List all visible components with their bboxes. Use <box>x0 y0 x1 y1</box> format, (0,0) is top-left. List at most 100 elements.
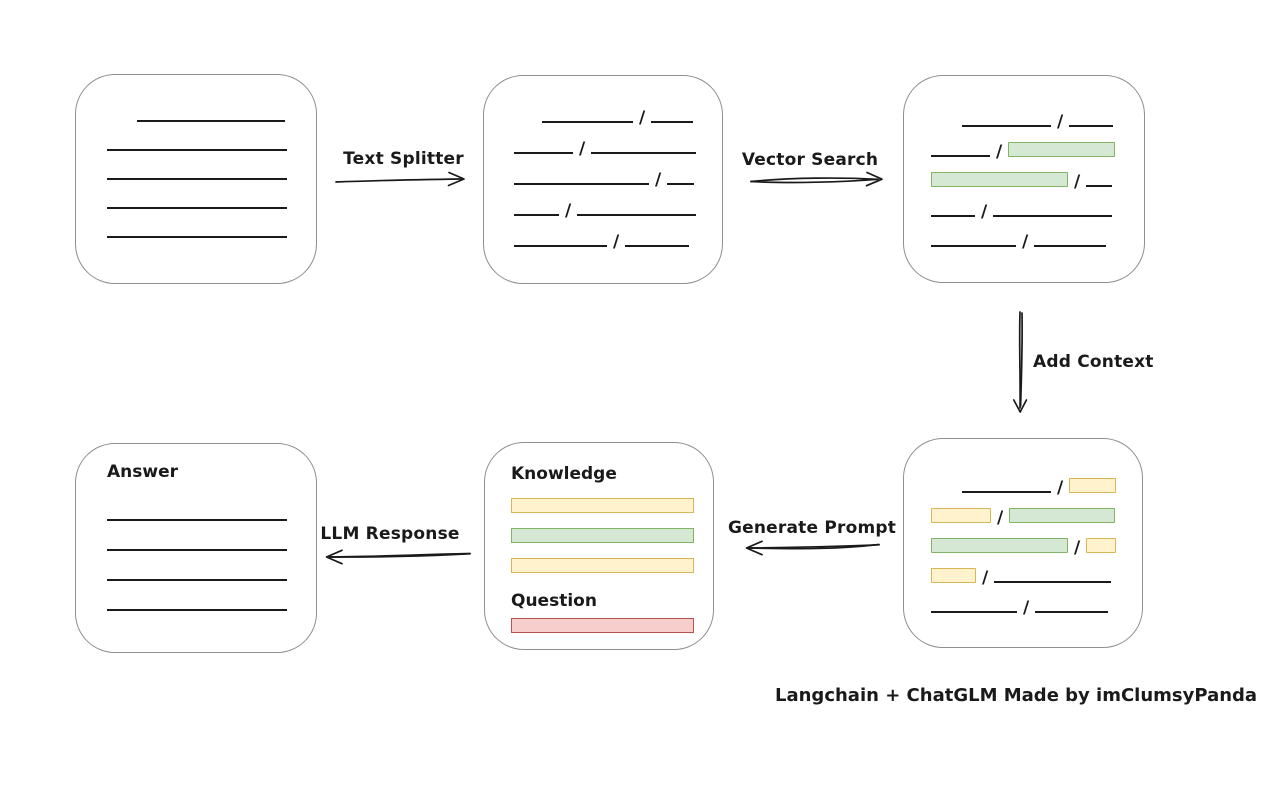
text-line <box>931 245 1016 247</box>
chunk-row: / <box>931 217 1144 252</box>
add-context-arrow <box>1012 311 1028 413</box>
yellow-chunk-chip <box>931 508 991 523</box>
text-line <box>542 121 633 123</box>
chunk-row: / <box>931 97 1144 132</box>
answer-box: Answer <box>75 443 317 653</box>
generate-prompt-label: Generate Prompt <box>728 518 897 538</box>
chunk-row: / <box>931 157 1144 192</box>
red-bar <box>511 618 694 633</box>
text-line <box>107 609 287 611</box>
llm-response-label: LLM Response <box>320 524 460 544</box>
slash-separator: / <box>613 232 620 252</box>
prompt-box: Knowledge Question <box>484 442 714 650</box>
green-chunk-chip <box>931 172 1068 187</box>
split-chunk-rows: / / / / / <box>484 76 722 252</box>
chunk-row: / <box>514 154 722 190</box>
slash-separator: / <box>565 201 572 221</box>
text-line <box>107 519 287 521</box>
vector-search-arrow <box>750 171 883 187</box>
llm-response-arrow <box>325 549 471 565</box>
split-chunks-box: / / / / / <box>483 75 723 284</box>
document-box <box>75 74 317 284</box>
yellow-bar <box>511 498 694 513</box>
slash-separator: / <box>1074 172 1081 192</box>
search-results-box: / / / / / <box>903 75 1145 283</box>
text-line <box>514 214 559 216</box>
yellow-chunk-chip <box>1069 478 1117 493</box>
answer-label: Answer <box>107 462 178 482</box>
green-chunk-chip <box>1008 142 1116 157</box>
text-line <box>994 581 1112 583</box>
text-line <box>577 214 697 216</box>
text-line <box>625 245 690 247</box>
text-line <box>514 183 649 185</box>
slash-separator: / <box>981 202 988 222</box>
text-line <box>107 149 287 151</box>
green-chunk-chip <box>931 538 1068 553</box>
slash-separator: / <box>1057 112 1064 132</box>
slash-separator: / <box>996 142 1003 162</box>
text-line <box>107 549 287 551</box>
question-label: Question <box>511 591 597 611</box>
chunk-row: / <box>931 127 1144 162</box>
text-line <box>651 121 694 123</box>
chunk-row: / <box>931 553 1142 588</box>
chunk-row: / <box>931 583 1142 618</box>
slash-separator: / <box>997 508 1004 528</box>
answer-lines <box>107 519 316 611</box>
chunk-row: / <box>931 493 1142 528</box>
text-line <box>1034 245 1107 247</box>
text-line <box>107 579 287 581</box>
slash-separator: / <box>982 568 989 588</box>
context-chunks-box: / / / / / <box>903 438 1143 648</box>
document-lines <box>76 75 316 238</box>
text-line <box>137 120 285 122</box>
slash-separator: / <box>1057 478 1064 498</box>
green-bar <box>511 528 694 543</box>
green-chunk-chip <box>1009 508 1116 523</box>
chunk-row: / <box>514 92 722 128</box>
text-line <box>1086 185 1113 187</box>
chunk-row: / <box>514 185 722 221</box>
search-result-rows: / / / / / <box>904 76 1144 252</box>
chunk-row: / <box>514 216 722 252</box>
slash-separator: / <box>1022 232 1029 252</box>
credit-caption: Langchain + ChatGLM Made by imClumsyPand… <box>775 685 1258 706</box>
text-splitter-arrow <box>335 171 465 187</box>
text-line <box>962 125 1051 127</box>
text-line <box>107 236 287 238</box>
text-line <box>514 245 607 247</box>
knowledge-label: Knowledge <box>511 464 617 484</box>
slash-separator: / <box>655 170 662 190</box>
text-splitter-label: Text Splitter <box>343 149 464 169</box>
yellow-bar <box>511 558 694 573</box>
chunk-row: / <box>931 523 1142 558</box>
generate-prompt-arrow <box>745 540 880 556</box>
yellow-chunk-chip <box>1086 538 1117 553</box>
slash-separator: / <box>1074 538 1081 558</box>
text-line <box>931 611 1017 613</box>
text-line <box>931 155 990 157</box>
chunk-row: / <box>514 123 722 159</box>
text-line <box>514 152 573 154</box>
text-line <box>107 178 287 180</box>
text-line <box>1035 611 1109 613</box>
slash-separator: / <box>579 139 586 159</box>
yellow-chunk-chip <box>931 568 976 583</box>
add-context-label: Add Context <box>1033 352 1154 372</box>
slash-separator: / <box>639 108 646 128</box>
slash-separator: / <box>1023 598 1030 618</box>
text-line <box>962 491 1051 493</box>
vector-search-label: Vector Search <box>741 150 879 170</box>
text-line <box>667 183 695 185</box>
knowledge-bars <box>511 498 713 573</box>
chunk-row: / <box>931 463 1142 498</box>
text-line <box>591 152 697 154</box>
text-line <box>993 215 1113 217</box>
text-line <box>931 215 975 217</box>
text-line <box>1069 125 1114 127</box>
chunk-row: / <box>931 187 1144 222</box>
text-line <box>107 207 287 209</box>
context-chunk-rows: / / / / / <box>904 439 1142 618</box>
